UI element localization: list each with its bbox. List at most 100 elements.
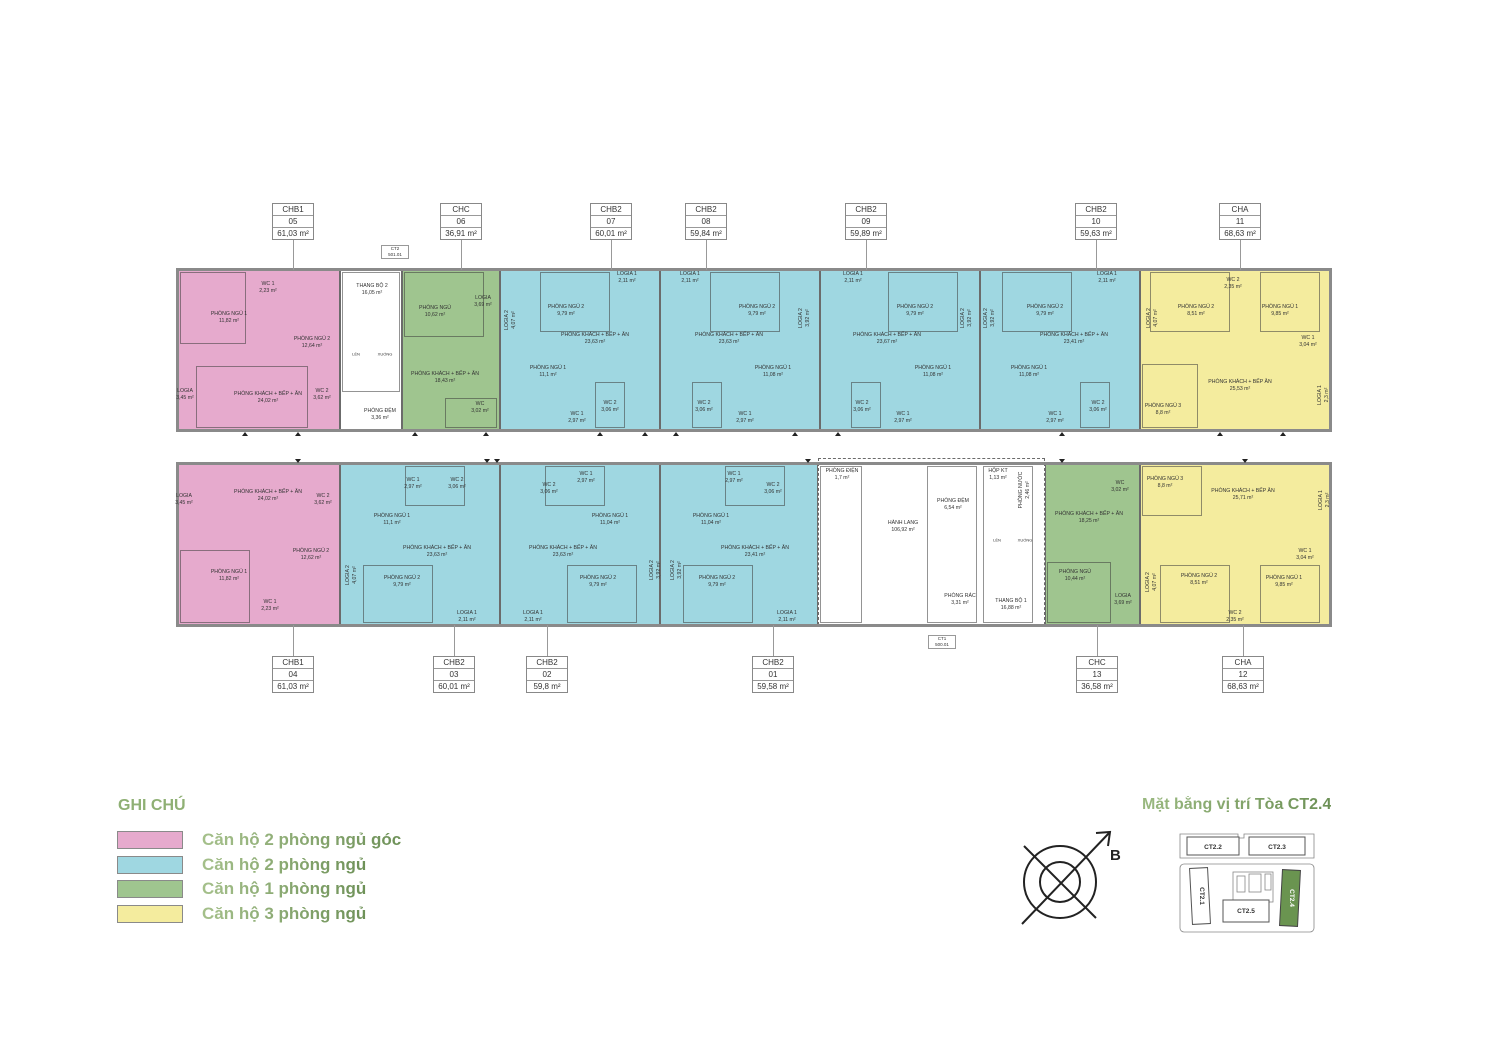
room-outline	[545, 466, 605, 506]
svg-text:CT2.5: CT2.5	[1237, 908, 1255, 915]
room-name: LOGIA 1	[523, 610, 543, 616]
room-area: 3,36 m²	[371, 415, 389, 421]
room-name: PHÒNG KHÁCH + BẾP + ĂN	[1040, 332, 1108, 338]
room-name: PHÒNG KHÁCH + BẾP + ĂN	[695, 332, 763, 338]
unit-02-chb2[interactable]	[500, 464, 660, 625]
room-area: 10,44 m²	[1064, 576, 1086, 582]
room-area: 11,82 m²	[218, 318, 240, 324]
room-area: 3,06 m²	[764, 489, 782, 495]
room-outline	[1160, 565, 1230, 623]
unit-07-chb2[interactable]	[500, 270, 660, 430]
room-area: 23,63 m²	[426, 552, 448, 558]
room-area: 2,11 m²	[778, 617, 796, 623]
room-outline	[888, 272, 958, 332]
legend-title: GHI CHÚ	[118, 797, 186, 814]
unit-08-chb2[interactable]	[660, 270, 820, 430]
entrance-arrow-icon	[1217, 432, 1223, 436]
unit-tag-area: 36,58 m²	[1081, 682, 1113, 691]
room-outline	[1047, 562, 1111, 623]
room-name: LOGIA 1	[777, 610, 797, 616]
unit-tag-area: 59,8 m²	[533, 682, 561, 691]
unit-03-chb2[interactable]	[340, 464, 500, 625]
unit-09-chb2[interactable]	[820, 270, 980, 430]
room-name: PHÒNG NGỦ 2	[1180, 573, 1218, 579]
room-name: PHÒNG KHÁCH + BẾP ĂN	[1208, 379, 1272, 385]
room-name: WC 1	[263, 599, 277, 605]
room-name: PHÒNG NGỦ 2	[738, 304, 776, 310]
room-area: 11,1 m²	[539, 372, 557, 378]
room-name: LOGIA	[177, 388, 193, 394]
site-plan-map: CT2.2 CT2.3 CT2.1 CT2.5 CT2.4	[1179, 833, 1315, 933]
unit-tag-area: 59,84 m²	[690, 229, 722, 238]
room-area: 2,97 m²	[1046, 418, 1064, 424]
tag-leader-line	[1243, 625, 1244, 656]
unit-tag-no: 01	[753, 669, 793, 681]
room-area: 2,11 m²	[458, 617, 476, 623]
room-name: PHÒNG NGỦ 1	[1010, 365, 1048, 371]
unit-tag-type: CHC	[1077, 657, 1117, 669]
unit-05-chb1[interactable]	[178, 270, 340, 430]
room-area: 25,71 m²	[1232, 495, 1254, 501]
unit-10-chb2[interactable]	[980, 270, 1140, 430]
room-name: LOGIA 1	[1097, 271, 1117, 277]
room-area: 4,07 m²	[1153, 309, 1159, 327]
elevator-shaft	[820, 466, 862, 623]
room-name: WC	[475, 401, 485, 407]
building-ct2-4-highlight	[1279, 869, 1301, 927]
unit-tag-type: CHB2	[1076, 204, 1116, 216]
room-area: 2,35 m²	[1224, 284, 1242, 290]
room-area: 3,04 m²	[1296, 555, 1314, 561]
elevator-lobby	[927, 466, 977, 623]
room-name: PHÒNG NGỦ 2	[1026, 304, 1064, 310]
room-name: PHÒNG NGỦ 1	[210, 569, 248, 575]
room-area: 24,02 m²	[257, 496, 279, 502]
room-name: PHÒNG KHÁCH + BẾP + ĂN	[234, 391, 302, 397]
room-area: 12,64 m²	[301, 343, 323, 349]
room-name: PHÒNG NGỦ 1	[529, 365, 567, 371]
entrance-arrow-icon	[242, 432, 248, 436]
room-area: 3,92 m²	[967, 309, 973, 327]
room-outline	[1080, 382, 1110, 428]
room-area: 1,7 m²	[834, 475, 850, 481]
room-outline	[851, 382, 881, 428]
unit-01-chb2[interactable]	[660, 464, 818, 625]
entrance-arrow-icon	[1242, 459, 1248, 463]
unit-12-cha[interactable]	[1140, 464, 1330, 625]
entrance-arrow-icon	[642, 432, 648, 436]
svg-text:CT2.3: CT2.3	[1268, 844, 1286, 851]
compass-north-icon: B	[1021, 830, 1121, 925]
entrance-arrow-icon	[412, 432, 418, 436]
tag-leader-line	[773, 625, 774, 656]
